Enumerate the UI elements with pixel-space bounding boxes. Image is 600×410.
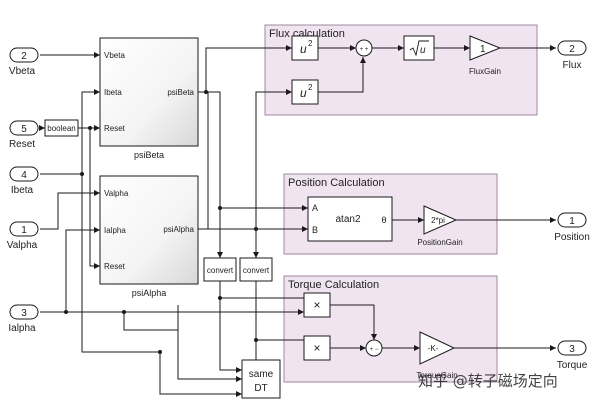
outport-position[interactable]: 1 Position — [554, 212, 590, 243]
inport-reset[interactable]: 5 Reset — [9, 120, 39, 150]
inport-valpha[interactable]: 1 Valpha — [7, 221, 39, 251]
torque-calculation-area[interactable]: Torque Calculation — [283, 275, 498, 383]
product-block-1[interactable]: × — [303, 292, 331, 318]
psialpha-port-ialpha: Ialpha — [104, 226, 126, 235]
sum2-signs: + − — [370, 347, 379, 353]
same-dt-line1: same — [249, 369, 274, 380]
psialpha-port-out: psiAlpha — [163, 225, 194, 234]
sqrt-arg: u — [420, 45, 426, 56]
inport-label: Ialpha — [8, 323, 36, 334]
sum-block[interactable]: + + — [355, 39, 373, 57]
sqrt-block[interactable]: u — [403, 35, 435, 61]
inport-number: 3 — [21, 308, 27, 319]
inport-number: 2 — [21, 51, 27, 62]
torque-gain-name: TorqueGain — [416, 371, 457, 380]
outport-torque[interactable]: 3 Torque — [557, 340, 588, 371]
inport-label: Reset — [9, 139, 35, 150]
position-gain-block[interactable]: 2*pi PositionGain — [417, 205, 463, 247]
convert-block-1[interactable]: convert — [203, 257, 237, 282]
convert-block-2[interactable]: convert — [239, 257, 273, 282]
inport-ialpha[interactable]: 3 Ialpha — [8, 304, 39, 334]
convert-label: convert — [207, 266, 234, 275]
psibeta-port-vbeta: Vbeta — [104, 51, 125, 60]
square-block-2[interactable]: u 2 — [291, 79, 319, 105]
square-exponent: 2 — [308, 83, 313, 92]
sum-block-2[interactable]: + − — [365, 339, 383, 357]
flux-area-title: Flux calculation — [269, 28, 345, 40]
inport-label: Ibeta — [11, 185, 34, 196]
inport-label: Valpha — [7, 240, 38, 251]
square-block-1[interactable]: u 2 — [291, 35, 319, 61]
position-area-title: Position Calculation — [288, 177, 385, 189]
outport-label: Torque — [557, 360, 588, 371]
sum-signs: + + — [360, 47, 369, 53]
psibeta-port-ibeta: Ibeta — [104, 88, 122, 97]
inport-number: 4 — [21, 170, 27, 181]
product-symbol: × — [313, 298, 320, 312]
square-base: u — [300, 86, 307, 100]
junction-dots — [64, 90, 258, 354]
inport-ibeta[interactable]: 4 Ibeta — [9, 166, 39, 196]
same-dt-block[interactable]: same DT — [241, 359, 281, 399]
boolean-label: boolean — [47, 124, 75, 133]
outport-number: 3 — [569, 344, 575, 355]
inport-label: Vbeta — [9, 66, 36, 77]
torque-area-title: Torque Calculation — [288, 279, 379, 291]
position-gain-name: PositionGain — [417, 238, 462, 247]
psialpha-subsystem[interactable]: Valpha Ialpha Reset psiAlpha psiAlpha — [99, 175, 199, 298]
psialpha-name: psiAlpha — [132, 288, 167, 298]
atan2-block[interactable]: A B atan2 θ — [307, 196, 393, 242]
inport-number: 5 — [21, 124, 27, 135]
inport-vbeta[interactable]: 2 Vbeta — [9, 47, 39, 77]
outport-flux[interactable]: 2 Flux — [557, 40, 587, 71]
square-exponent: 2 — [308, 39, 313, 48]
psibeta-port-reset: Reset — [104, 124, 126, 133]
inport-number: 1 — [21, 225, 27, 236]
convert-label: convert — [243, 266, 270, 275]
torque-gain-value: -K- — [428, 344, 439, 353]
psibeta-subsystem[interactable]: Vbeta Ibeta Reset psiBeta psiBeta — [99, 37, 199, 160]
psialpha-port-reset: Reset — [104, 262, 126, 271]
watermark-text: 知乎 @转子磁场定向 — [418, 372, 558, 390]
atan2-port-a: A — [312, 203, 318, 213]
flux-gain-name: FluxGain — [469, 67, 501, 76]
flux-gain-block[interactable]: 1 FluxGain — [469, 35, 502, 76]
same-dt-line2: DT — [254, 383, 267, 394]
outport-label: Position — [554, 232, 590, 243]
psibeta-port-out: psiBeta — [167, 88, 194, 97]
square-base: u — [300, 42, 307, 56]
position-gain-value: 2*pi — [431, 216, 445, 225]
boolean-block[interactable]: boolean — [44, 119, 79, 137]
torque-gain-block[interactable]: -K- TorqueGain — [416, 331, 458, 380]
product-block-2[interactable]: × — [303, 335, 331, 361]
psibeta-name: psiBeta — [134, 150, 164, 160]
product-symbol: × — [313, 341, 320, 355]
outport-label: Flux — [563, 60, 582, 71]
atan2-name: atan2 — [335, 214, 360, 225]
psialpha-port-valpha: Valpha — [104, 189, 129, 198]
outport-number: 1 — [569, 216, 575, 227]
atan2-port-out: θ — [381, 215, 386, 225]
flux-gain-value: 1 — [480, 44, 486, 55]
outport-number: 2 — [569, 44, 575, 55]
sqrt-icon — [409, 40, 429, 57]
atan2-port-b: B — [312, 225, 318, 235]
